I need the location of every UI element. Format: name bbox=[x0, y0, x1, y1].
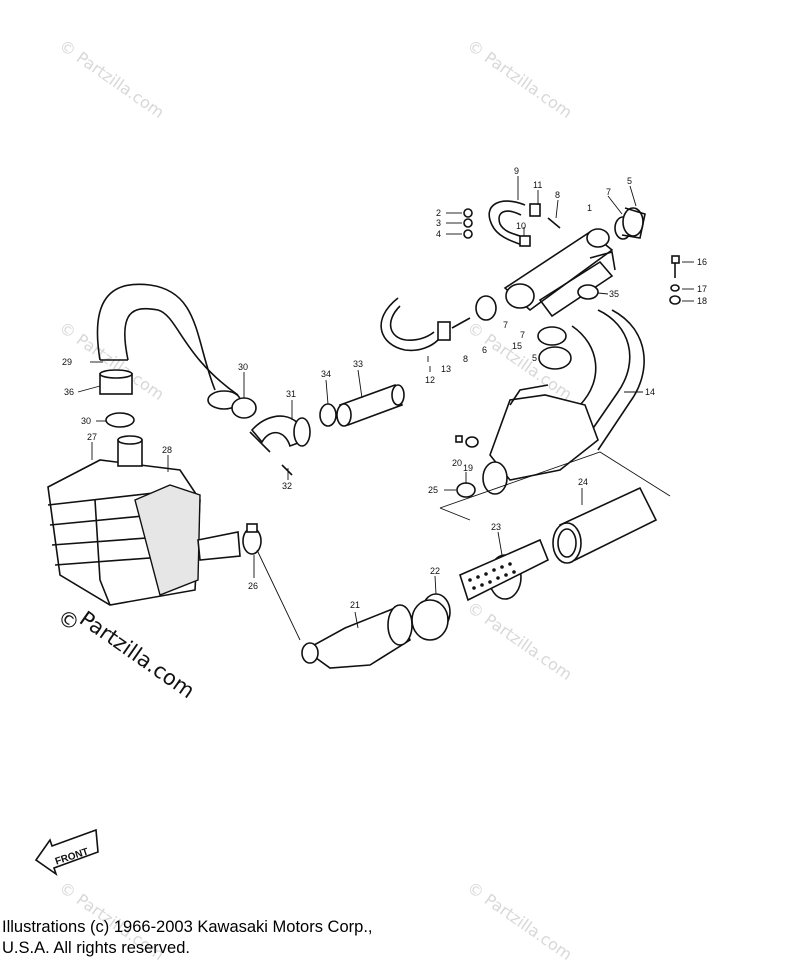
watermark-text: © Partzilla.com bbox=[56, 36, 168, 122]
bolt-20-clamp-19 bbox=[455, 435, 479, 498]
part-label-30: 30 bbox=[238, 362, 248, 372]
part-label-35: 35 bbox=[609, 289, 619, 299]
hose-12 bbox=[380, 297, 439, 352]
clamp-22 bbox=[411, 593, 451, 641]
part-label-30: 30 bbox=[81, 416, 91, 426]
tailpipe-24 bbox=[552, 486, 658, 564]
gasket-35-upper bbox=[577, 284, 599, 300]
muffler-right-body bbox=[482, 384, 599, 495]
part-label-25: 25 bbox=[428, 485, 438, 495]
part-label-8: 8 bbox=[463, 354, 468, 364]
part-label-4: 4 bbox=[436, 229, 441, 239]
part-label-7: 7 bbox=[606, 187, 611, 197]
header-pipe-assembly bbox=[503, 228, 616, 318]
copyright-line-1: Illustrations (c) 1966-2003 Kawasaki Mot… bbox=[2, 918, 373, 936]
muffler-27-28 bbox=[47, 435, 241, 606]
elbow-31 bbox=[249, 415, 311, 453]
fittings-13-6 bbox=[437, 295, 497, 341]
screw-32 bbox=[281, 464, 293, 476]
part-label-11: 11 bbox=[533, 180, 542, 190]
part-label-28: 28 bbox=[162, 445, 172, 455]
clamp-26 bbox=[242, 523, 301, 641]
part-label-22: 22 bbox=[430, 566, 440, 576]
part-label-5: 5 bbox=[532, 353, 537, 363]
part-label-12: 12 bbox=[425, 375, 435, 385]
part-label-18: 18 bbox=[697, 296, 707, 306]
part-label-36: 36 bbox=[64, 387, 74, 397]
pipe-21 bbox=[301, 604, 413, 669]
watermark-large: © Partzilla.com bbox=[53, 604, 199, 703]
leader-lines bbox=[77, 176, 694, 629]
part-label-31: 31 bbox=[286, 389, 296, 399]
part-label-10: 10 bbox=[516, 221, 526, 231]
part-label-8: 8 bbox=[555, 190, 560, 200]
part-label-13: 13 bbox=[441, 364, 451, 374]
watermark-large-text: Partzilla.com bbox=[75, 606, 199, 703]
part-label-24: 24 bbox=[578, 477, 588, 487]
part-label-17: 17 bbox=[697, 284, 707, 294]
part-label-14: 14 bbox=[645, 387, 655, 397]
hose-9 bbox=[488, 200, 526, 246]
copyright-line-2: U.S.A. All rights reserved. bbox=[2, 939, 190, 957]
baffle-perforation bbox=[468, 562, 516, 590]
gasket-5 bbox=[538, 346, 572, 370]
clamp-34 bbox=[319, 403, 337, 427]
part-label-15: 15 bbox=[512, 341, 522, 351]
part-label-32: 32 bbox=[282, 481, 292, 491]
part-label-26: 26 bbox=[248, 581, 258, 591]
part-label-21: 21 bbox=[350, 600, 360, 610]
watermark-text: © Partzilla.com bbox=[464, 598, 576, 684]
baffle-23 bbox=[459, 538, 550, 602]
clamp-30-right bbox=[231, 397, 257, 419]
clamp-30-left bbox=[105, 412, 135, 428]
part-label-9: 9 bbox=[514, 166, 519, 176]
part-label-3: 3 bbox=[436, 218, 441, 228]
part-labels: 9 11 8 7 5 2 3 4 10 1 16 17 18 35 7 15 5… bbox=[62, 166, 707, 610]
clip-fittings bbox=[519, 203, 561, 247]
part-label-33: 33 bbox=[353, 359, 363, 369]
part-label-19: 19 bbox=[463, 463, 473, 473]
part-label-2: 2 bbox=[436, 208, 441, 218]
watermark-text: © Partzilla.com bbox=[464, 878, 576, 964]
part-label-29: 29 bbox=[62, 357, 72, 367]
part-label-6: 6 bbox=[482, 345, 487, 355]
part-label-23: 23 bbox=[491, 522, 501, 532]
part-label-16: 16 bbox=[697, 257, 707, 267]
part-label-20: 20 bbox=[452, 458, 462, 468]
gasket-7 bbox=[537, 326, 567, 346]
copyright-notice: Illustrations (c) 1966-2003 Kawasaki Mot… bbox=[2, 917, 373, 959]
part-label-7: 7 bbox=[503, 320, 508, 330]
part-label-34: 34 bbox=[321, 369, 331, 379]
guide-line bbox=[439, 451, 671, 509]
part-label-7: 7 bbox=[520, 330, 525, 340]
bolts-2-3-4 bbox=[463, 208, 473, 239]
exhaust-pipe-14 bbox=[571, 309, 645, 451]
pipe-33 bbox=[336, 383, 405, 427]
part-label-1: 1 bbox=[587, 203, 592, 213]
gasket-group-top bbox=[614, 207, 646, 240]
bolt-16-17-18 bbox=[669, 255, 681, 305]
watermark-text: © Partzilla.com bbox=[464, 36, 576, 122]
part-label-27: 27 bbox=[87, 432, 97, 442]
front-arrow: FRONT bbox=[34, 828, 99, 877]
part-label-5: 5 bbox=[627, 176, 632, 186]
